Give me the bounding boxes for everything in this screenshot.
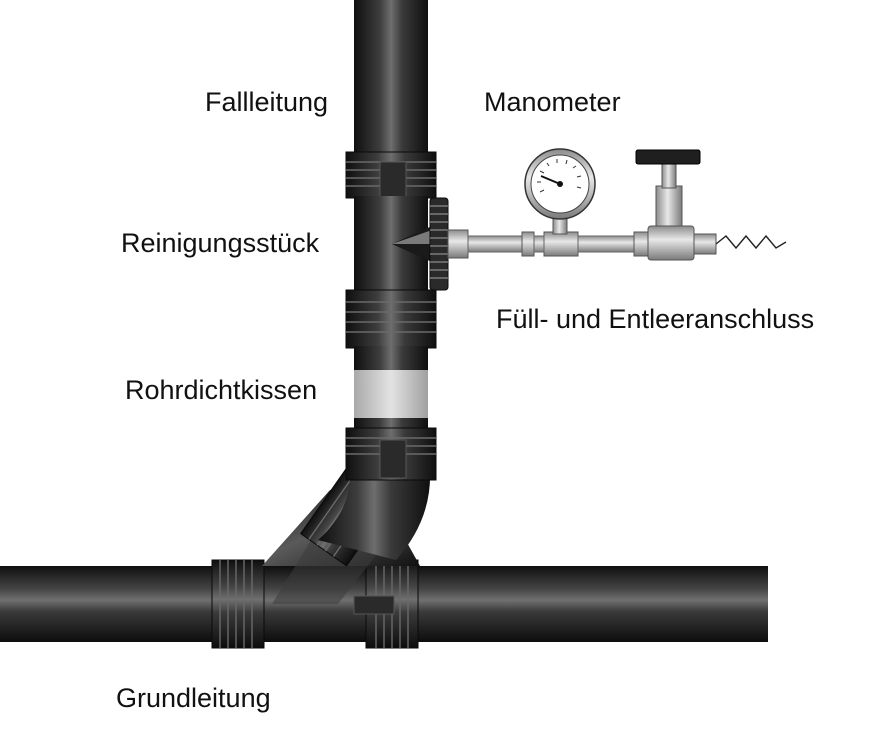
label-manometer: Manometer <box>484 87 621 117</box>
label-fuell-entleeranschluss: Füll- und Entleeranschluss <box>496 304 815 334</box>
cleaning-piece <box>354 196 449 294</box>
ground-pipe <box>0 559 768 649</box>
label-reinigungsstueck: Reinigungsstück <box>121 228 320 258</box>
downpipe <box>354 0 428 156</box>
label-fallleitung: Fallleitung <box>205 87 329 117</box>
bottom-socket <box>345 427 437 481</box>
lower-socket <box>345 289 437 349</box>
label-rohrdichtkissen: Rohrdichtkissen <box>125 375 318 405</box>
pipe-sealing-cushion <box>354 370 428 418</box>
elbow-branch <box>262 457 431 604</box>
fill-drain-connection <box>447 149 787 261</box>
pipe-segment <box>354 346 428 370</box>
label-grundleitung: Grundleitung <box>116 683 271 713</box>
upper-socket <box>345 151 437 199</box>
manometer-gauge <box>524 148 596 235</box>
